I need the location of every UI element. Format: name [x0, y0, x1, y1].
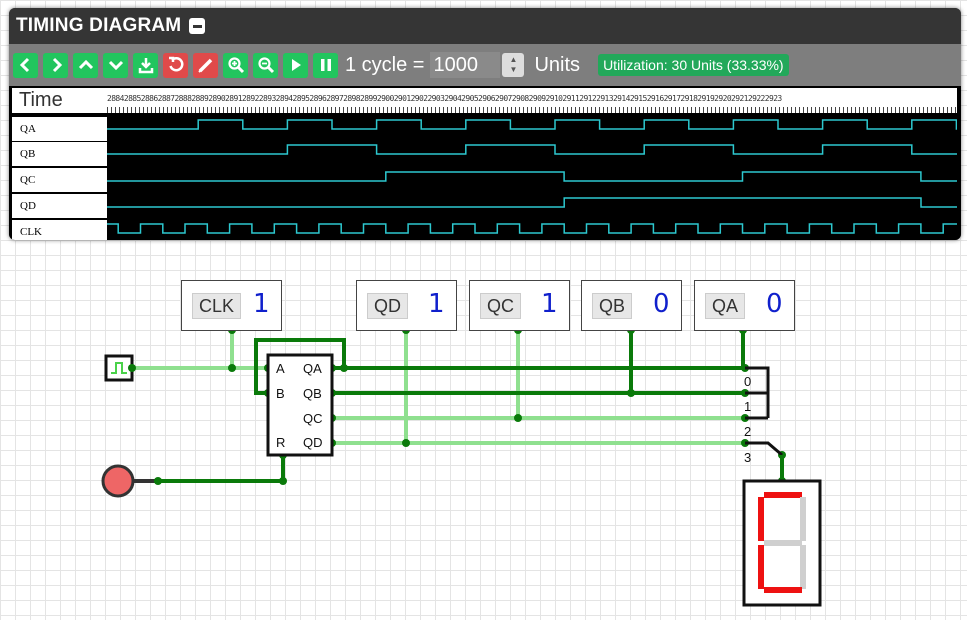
chevron-left-icon	[19, 57, 29, 73]
probe-value-qc: 1	[541, 289, 558, 319]
timing-diagram-panel: TIMING DIAGRAM	[9, 8, 961, 240]
segment-a	[764, 492, 802, 498]
signal-label-qd: QD	[12, 194, 107, 218]
download-button[interactable]	[133, 52, 158, 78]
spinner-down-icon: ▼	[509, 65, 518, 74]
segment-d	[764, 587, 802, 593]
segment-b	[800, 497, 806, 541]
scroll-right-button[interactable]	[43, 52, 68, 78]
pause-icon	[320, 59, 331, 71]
probe-name-clk: CLK	[192, 293, 242, 319]
pin-qb-label: QB	[303, 386, 322, 401]
decrease-height-button[interactable]	[103, 52, 128, 78]
probe-value-qa: 0	[766, 289, 783, 319]
pin-r-label: R	[276, 435, 285, 450]
bcd-splitter[interactable]: 0 1 2 3	[744, 366, 784, 481]
junction-dots	[128, 326, 786, 485]
probe-qa[interactable]: QA 0	[694, 280, 795, 331]
probe-qb[interactable]: QB 0	[581, 280, 682, 331]
probe-value-clk: 1	[253, 289, 270, 319]
signal-label-clk: CLK	[12, 220, 107, 240]
cycle-spinner[interactable]: ▲ ▼	[502, 53, 525, 77]
probe-name-qc: QC	[480, 293, 521, 319]
waveform-clk	[107, 223, 957, 234]
clock-wave-icon	[111, 362, 127, 374]
time-header: Time	[12, 88, 107, 113]
zoom-in-button[interactable]	[223, 52, 248, 78]
probe-clk[interactable]: CLK 1	[181, 280, 282, 331]
pin-b-label: B	[276, 386, 285, 401]
clear-button[interactable]	[193, 52, 218, 78]
pin-qd-label: QD	[303, 435, 323, 450]
utilization-badge: Utilization: 30 Units (33.33%)	[598, 54, 789, 76]
cycle-units-input[interactable]	[430, 52, 501, 78]
segment-f	[758, 497, 764, 541]
play-icon	[291, 59, 301, 71]
chevron-down-icon	[108, 60, 123, 71]
timing-title: TIMING DIAGRAM	[16, 15, 182, 36]
probe-value-qb: 0	[653, 289, 670, 319]
spinner-up-icon: ▲	[509, 55, 518, 64]
waveforms[interactable]	[107, 115, 957, 240]
time-ruler[interactable]: 2884288528862887288828892890289128922893…	[107, 88, 957, 113]
seven-segment-display[interactable]	[742, 479, 822, 607]
splitter-pin-3: 3	[744, 450, 751, 465]
zoom-in-icon	[227, 57, 244, 74]
segment-g	[764, 540, 802, 546]
splitter-pin-2: 2	[744, 424, 751, 439]
wires-high	[132, 330, 745, 445]
signal-label-qc: QC	[12, 168, 107, 192]
scroll-left-button[interactable]	[13, 52, 38, 78]
chevron-right-icon	[52, 57, 62, 73]
zoom-out-button[interactable]	[253, 52, 278, 78]
probe-qc[interactable]: QC 1	[469, 280, 570, 331]
waveform-qa	[107, 119, 957, 130]
minus-icon	[192, 24, 202, 28]
pause-button[interactable]	[313, 52, 338, 78]
timing-toolbar: 1 cycle = ▲ ▼ Units Utilization: 30 Unit…	[9, 44, 961, 86]
wires-low	[158, 330, 745, 483]
pin-qc-label: QC	[303, 411, 323, 426]
increase-height-button[interactable]	[73, 52, 98, 78]
probe-name-qa: QA	[705, 293, 746, 319]
play-button[interactable]	[283, 52, 308, 78]
waveform-qd	[107, 197, 957, 208]
units-label: Units	[534, 53, 581, 76]
probe-qd[interactable]: QD 1	[356, 280, 457, 331]
chevron-up-icon	[78, 59, 93, 70]
signal-label-qa: QA	[12, 117, 107, 141]
splitter-pin-1: 1	[744, 399, 751, 414]
reset-push-button[interactable]	[101, 464, 135, 498]
zoom-out-icon	[257, 57, 274, 74]
undo-icon	[168, 56, 183, 72]
signal-label-qb: QB	[12, 142, 107, 166]
probe-value-qd: 1	[428, 289, 445, 319]
cycle-label: 1 cycle =	[345, 53, 425, 76]
download-icon	[138, 58, 153, 74]
clock-input[interactable]	[104, 354, 134, 382]
probe-name-qd: QD	[367, 293, 408, 319]
waveform-area: Time 28842885288628872888288928902891289…	[9, 86, 961, 240]
segment-c	[800, 545, 806, 589]
segment-e	[758, 545, 764, 589]
pin-a-label: A	[276, 361, 285, 376]
probe-name-qb: QB	[592, 293, 633, 319]
timing-title-bar: TIMING DIAGRAM	[9, 8, 961, 44]
reset-button[interactable]	[163, 52, 188, 78]
waveform-qb	[107, 144, 957, 155]
pencil-icon	[197, 58, 212, 73]
ruler-numbers: 2884288528862887288828892890289128922893…	[107, 94, 782, 103]
minimize-button[interactable]	[189, 18, 206, 34]
splitter-pin-0: 0	[744, 374, 751, 389]
waveform-qc	[107, 171, 957, 182]
ruler-ticks	[107, 107, 957, 113]
counter-chip[interactable]: A B R QA QB QC QD	[266, 353, 334, 457]
pin-qa-label: QA	[303, 361, 322, 376]
